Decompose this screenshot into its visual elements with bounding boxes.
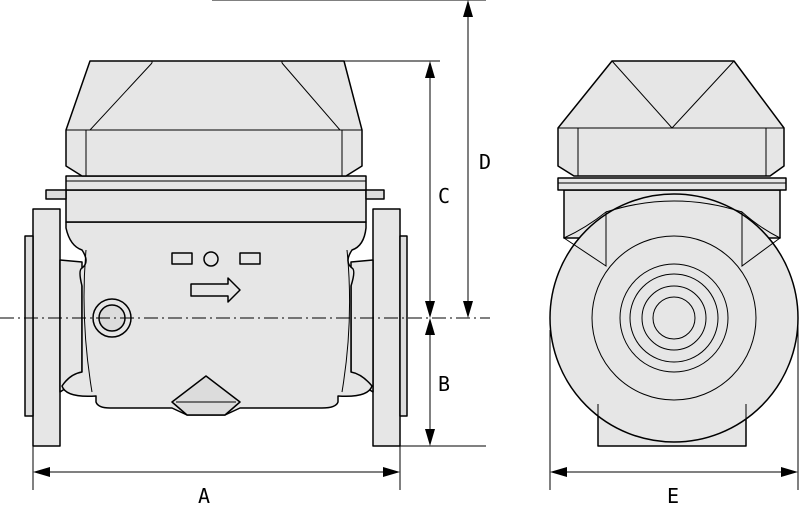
dim-d-arrow-bottom bbox=[463, 301, 473, 318]
side-counter-head bbox=[557, 60, 785, 177]
head-base-lip-right bbox=[365, 189, 385, 200]
dim-c-arrow-top bbox=[425, 61, 435, 78]
side-ring-1 bbox=[591, 235, 757, 401]
dimension-label-d: D bbox=[479, 150, 491, 174]
counter-head-facets bbox=[89, 61, 341, 131]
side-ring-5 bbox=[652, 296, 696, 340]
dimension-label-c: C bbox=[438, 184, 450, 208]
side-ring-2 bbox=[619, 263, 729, 373]
side-neck-lines bbox=[605, 200, 743, 213]
side-base-lines bbox=[597, 404, 747, 430]
right-flange bbox=[372, 208, 401, 447]
body-contour-right bbox=[341, 249, 351, 393]
dim-a-arrow-right bbox=[383, 467, 400, 477]
side-body-circle bbox=[549, 193, 799, 443]
dimension-label-b: B bbox=[438, 372, 450, 396]
side-view bbox=[549, 60, 799, 447]
side-counter-head-lines bbox=[558, 60, 784, 176]
dim-c-arrow-bottom bbox=[425, 301, 435, 318]
dim-e-arrow-left bbox=[550, 467, 567, 477]
head-base bbox=[65, 189, 367, 223]
right-flange-step bbox=[399, 235, 408, 417]
marking-dot bbox=[203, 251, 219, 267]
body-contour-left bbox=[83, 249, 93, 393]
dim-b-arrow-top bbox=[425, 318, 435, 335]
side-head-ring bbox=[557, 177, 787, 191]
drain-plug bbox=[171, 375, 241, 416]
dim-e-arrow-right bbox=[781, 467, 798, 477]
dim-d-arrow-top bbox=[463, 0, 473, 17]
counter-head bbox=[65, 60, 363, 177]
dimension-label-e: E bbox=[667, 484, 679, 508]
front-view bbox=[24, 60, 408, 447]
side-ring-4 bbox=[641, 285, 707, 351]
dim-b-arrow-bottom bbox=[425, 429, 435, 446]
left-flange-step bbox=[24, 235, 34, 417]
flow-direction-arrow-icon bbox=[190, 277, 241, 303]
counter-head-front bbox=[66, 129, 362, 176]
dim-a-arrow-left bbox=[33, 467, 50, 477]
side-ring-3 bbox=[629, 273, 719, 363]
marking-plate-left bbox=[171, 252, 193, 265]
head-base-lip bbox=[45, 189, 67, 200]
left-flange bbox=[32, 208, 61, 447]
marking-plate-right bbox=[239, 252, 261, 265]
head-ring-top bbox=[65, 175, 367, 191]
dimension-label-a: A bbox=[198, 484, 210, 508]
